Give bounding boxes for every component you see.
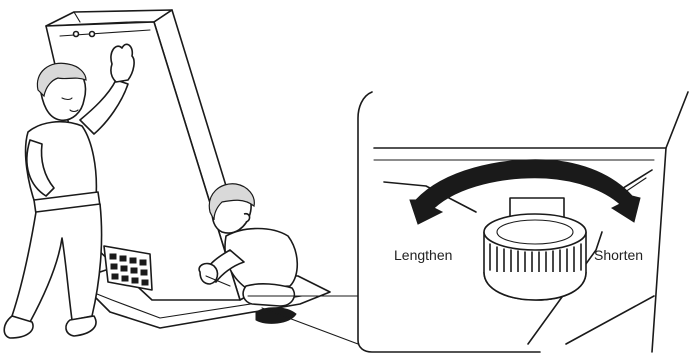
leveling-foot <box>484 198 586 300</box>
shorten-label: Shorten <box>594 247 643 263</box>
installation-scene <box>4 10 358 344</box>
lengthen-label: Lengthen <box>394 247 452 263</box>
magnified-inset: Lengthen Shorten <box>358 92 688 352</box>
